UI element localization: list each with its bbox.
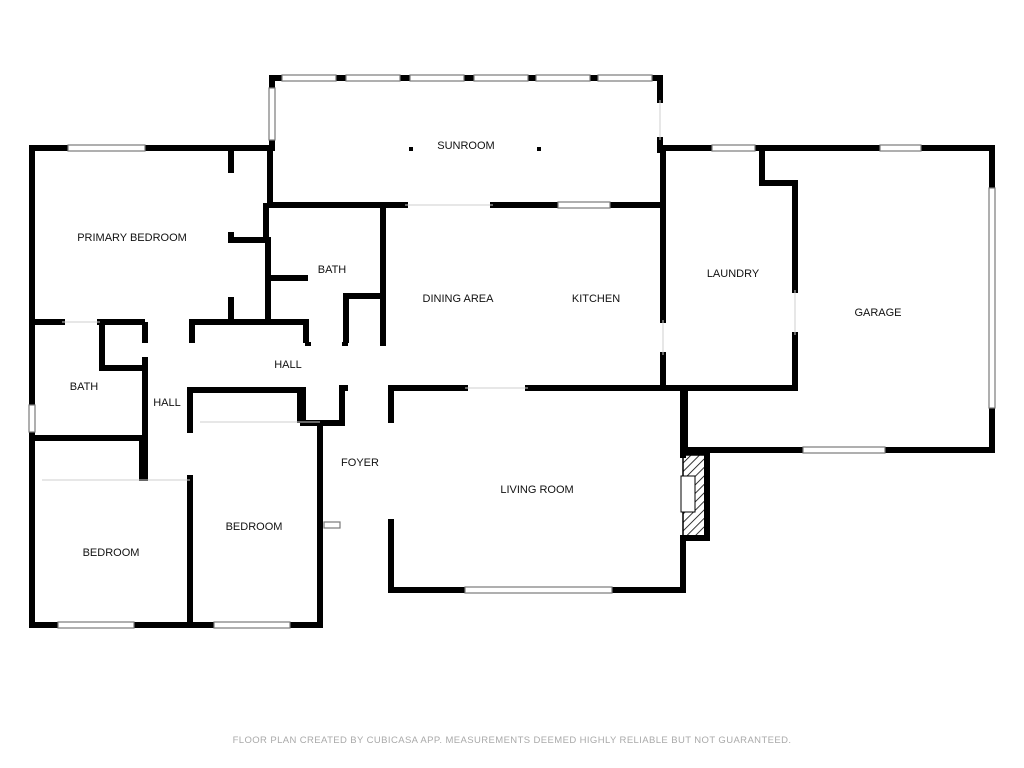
label-hall-left: HALL xyxy=(153,397,181,409)
posts xyxy=(305,147,541,346)
openings xyxy=(42,100,796,481)
label-bath-left: BATH xyxy=(70,381,99,393)
label-bedroom-left: BEDROOM xyxy=(83,547,140,559)
label-foyer: FOYER xyxy=(341,457,379,469)
label-dining-area: DINING AREA xyxy=(423,293,495,305)
label-bedroom-middle: BEDROOM xyxy=(226,521,283,533)
windows xyxy=(28,74,996,629)
label-kitchen: KITCHEN xyxy=(572,293,620,305)
label-hall-upper: HALL xyxy=(274,359,302,371)
label-garage: GARAGE xyxy=(854,307,901,319)
label-living-room: LIVING ROOM xyxy=(500,484,573,496)
walls xyxy=(29,75,995,628)
label-primary-bedroom: PRIMARY BEDROOM xyxy=(77,232,187,244)
label-bath-upper: BATH xyxy=(318,264,347,276)
label-laundry: LAUNDRY xyxy=(707,268,760,280)
footer-disclaimer: FLOOR PLAN CREATED BY CUBICASA APP. MEAS… xyxy=(232,735,792,746)
fireplace-hearth xyxy=(680,475,696,513)
label-sunroom: SUNROOM xyxy=(437,140,494,152)
